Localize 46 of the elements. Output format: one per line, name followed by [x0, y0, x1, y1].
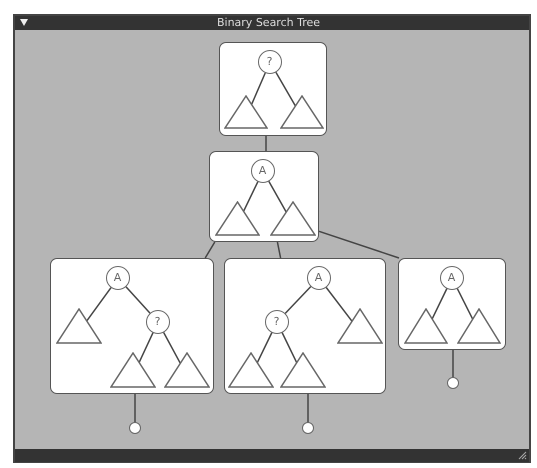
tree-node-circle: A	[440, 266, 464, 290]
tree-card	[398, 258, 506, 350]
subtree-triangle	[56, 308, 102, 344]
tree-node-circle: ?	[258, 50, 282, 74]
tree-card	[50, 258, 214, 394]
subtree-triangle	[336, 308, 382, 344]
connector-line	[275, 72, 296, 106]
connector-line	[125, 286, 151, 314]
connector-line	[134, 394, 136, 422]
subtree-triangle	[214, 200, 260, 236]
connector-line	[250, 72, 266, 105]
connector-line	[256, 332, 272, 364]
subtree-triangle	[270, 200, 316, 236]
subtree-triangle	[456, 308, 500, 344]
tree-card	[219, 42, 327, 136]
connector-line	[204, 242, 216, 258]
tree-node-circle: A	[106, 266, 130, 290]
tree-node-circle: ?	[264, 310, 288, 334]
tree-card	[209, 151, 319, 242]
connector-line	[282, 332, 298, 364]
subtree-triangle	[164, 352, 210, 388]
connector-line	[242, 181, 258, 212]
connector-line	[276, 242, 282, 258]
tree-node-circle: ?	[146, 310, 170, 334]
connector-line	[431, 288, 448, 320]
subtree-triangle	[110, 352, 156, 388]
subtree-triangle	[224, 94, 268, 128]
connector-line	[138, 332, 154, 363]
connector-line	[307, 394, 309, 422]
window-title: Binary Search Tree	[216, 16, 320, 30]
connector-line	[265, 136, 267, 151]
connector-line	[452, 350, 454, 377]
connector-line	[318, 230, 400, 259]
connector-line	[284, 286, 312, 314]
subtree-triangle	[280, 94, 324, 128]
subtree-triangle	[404, 308, 448, 344]
tree-card	[224, 258, 386, 394]
connector-line	[163, 332, 181, 364]
tree-node-circle: A	[250, 158, 274, 182]
connector-line	[86, 287, 112, 322]
connector-line	[456, 288, 474, 320]
connector-line	[326, 287, 353, 322]
subtree-triangle	[228, 352, 274, 388]
tree-node-circle: A	[306, 266, 330, 290]
connector-line	[268, 181, 287, 212]
subtree-triangle	[280, 352, 326, 388]
